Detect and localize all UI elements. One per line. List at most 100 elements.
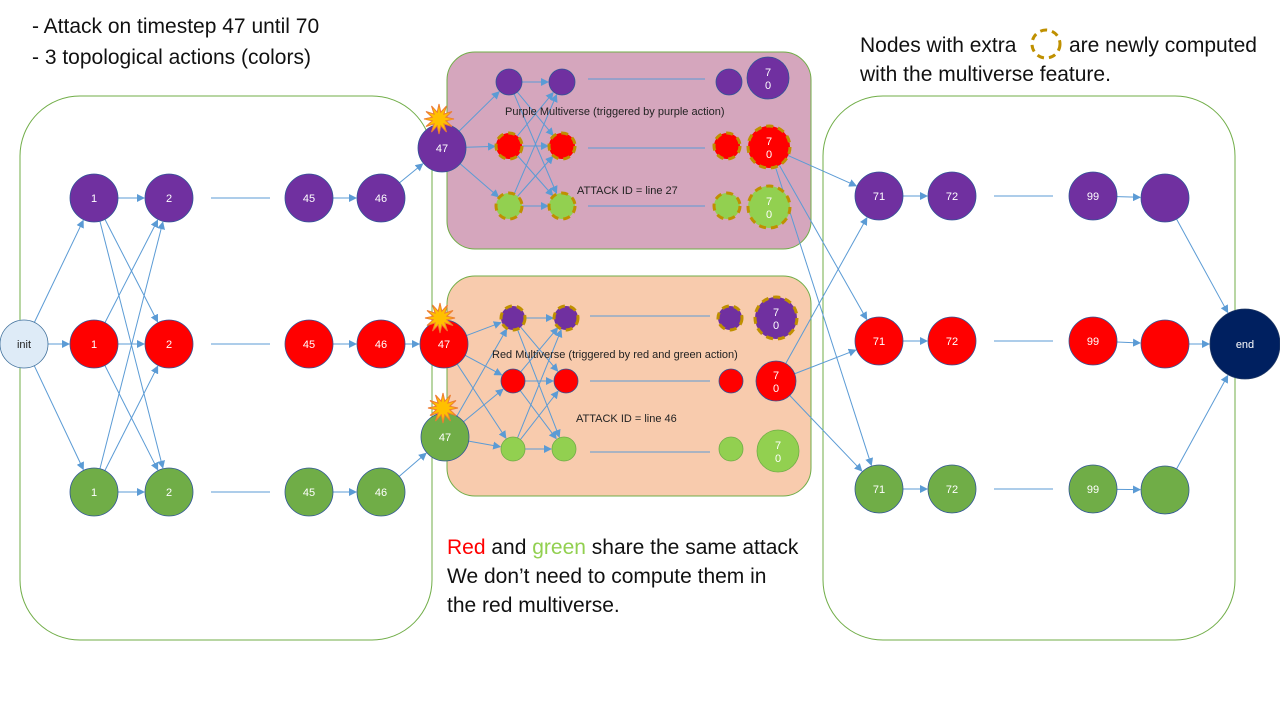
node-label-r99: 99 [1087, 336, 1099, 348]
node-label-r45: 45 [303, 339, 315, 351]
legend-text-after: are newly computed [1069, 34, 1257, 57]
node-label-p71: 71 [873, 191, 885, 203]
node-label-r47: 47 [438, 339, 450, 351]
node-f2 [552, 437, 576, 461]
edge-p46-p47 [400, 164, 423, 183]
node-a3 [716, 69, 742, 95]
edge-g46-g47 [399, 453, 426, 476]
node-label-r46: 46 [375, 339, 387, 351]
node-g72: 72 [928, 465, 976, 513]
share-note-green: green [532, 536, 586, 559]
share-note-and: and [486, 536, 533, 559]
node-p72: 72 [928, 172, 976, 220]
node-c3 [714, 193, 740, 219]
node-p45: 45 [285, 174, 333, 222]
node-p46: 46 [357, 174, 405, 222]
node-label-init: init [17, 339, 31, 351]
node-g2: 2 [145, 468, 193, 516]
node-d3 [718, 306, 742, 330]
purple-multiverse-title: Purple Multiverse (triggered by purple a… [505, 106, 725, 118]
node-r2: 2 [145, 320, 193, 368]
red-multiverse-title: Red Multiverse (triggered by red and gre… [492, 349, 738, 361]
node-c2 [549, 193, 575, 219]
node-p100 [1141, 174, 1189, 222]
node-p99: 99 [1069, 172, 1117, 220]
node-label-g46: 46 [375, 487, 387, 499]
node-r100 [1141, 320, 1189, 368]
node-label-p45: 45 [303, 193, 315, 205]
node-r46: 46 [357, 320, 405, 368]
node-r71: 71 [855, 317, 903, 365]
legend-line-2: with the multiverse feature. [859, 63, 1111, 86]
node-g71: 71 [855, 465, 903, 513]
share-note-line-3: the red multiverse. [447, 594, 620, 617]
node-g46: 46 [357, 468, 405, 516]
node-g100 [1141, 466, 1189, 514]
node-f1 [501, 437, 525, 461]
node-r45: 45 [285, 320, 333, 368]
node-p1: 1 [70, 174, 118, 222]
edge-r99-r100 [1117, 342, 1140, 343]
dashed-ring-icon [1032, 30, 1060, 58]
node-label-r1: 1 [91, 339, 97, 351]
node-init: init [0, 320, 48, 368]
node-end: end [1210, 309, 1280, 379]
node-a1 [496, 69, 522, 95]
node-p47: 47 [418, 124, 466, 172]
edge-g100-end [1177, 376, 1228, 469]
node-label-p99: 99 [1087, 191, 1099, 203]
node-f3 [719, 437, 743, 461]
red-attack-id: ATTACK ID = line 46 [576, 413, 677, 425]
note-topological-actions: - 3 topological actions (colors) [32, 46, 311, 69]
node-label-g45: 45 [303, 487, 315, 499]
node-r72: 72 [928, 317, 976, 365]
node-b1 [496, 133, 522, 159]
node-label-r71: 71 [873, 336, 885, 348]
node-label-g72: 72 [946, 484, 958, 496]
node-label-p1: 1 [91, 193, 97, 205]
node-a2 [549, 69, 575, 95]
node-e2 [554, 369, 578, 393]
node-label-p72: 72 [946, 191, 958, 203]
node-d1 [501, 306, 525, 330]
node-b3 [714, 133, 740, 159]
edge-init-g1 [34, 366, 83, 470]
share-note-red: Red [447, 536, 486, 559]
node-label-p46: 46 [375, 193, 387, 205]
node-label-g1: 1 [91, 487, 97, 499]
share-note-rest: share the same attack [586, 536, 799, 559]
node-g47: 47 [421, 413, 469, 461]
node-label-g47: 47 [439, 432, 451, 444]
node-r1: 1 [70, 320, 118, 368]
node-e1 [501, 369, 525, 393]
node-label-end: end [1236, 339, 1254, 351]
legend-text-before: Nodes with extra [860, 34, 1017, 57]
node-label-p47: 47 [436, 143, 448, 155]
note-attack-timesteps: - Attack on timestep 47 until 70 [32, 15, 319, 38]
edge-init-p1 [34, 221, 83, 323]
edge-p99-p100 [1117, 197, 1140, 198]
node-p71: 71 [855, 172, 903, 220]
node-label-r72: 72 [946, 336, 958, 348]
node-g45: 45 [285, 468, 333, 516]
node-p2: 2 [145, 174, 193, 222]
node-label-g99: 99 [1087, 484, 1099, 496]
node-g1: 1 [70, 468, 118, 516]
node-label-r2: 2 [166, 339, 172, 351]
node-label-g71: 71 [873, 484, 885, 496]
node-d2 [554, 306, 578, 330]
edge-p100-end [1177, 219, 1228, 312]
purple-attack-id: ATTACK ID = line 27 [577, 185, 678, 197]
node-label-g2: 2 [166, 487, 172, 499]
